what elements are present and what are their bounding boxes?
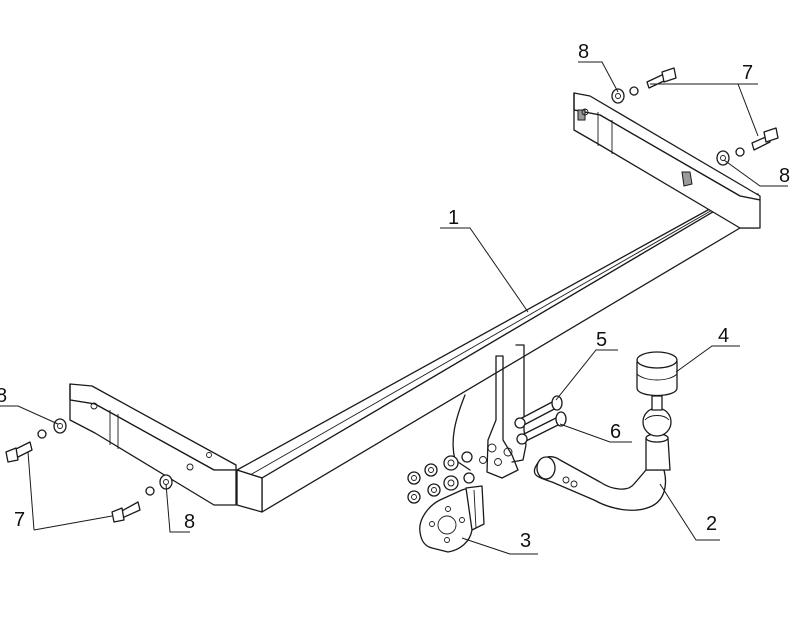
left-bolt-set-lower (111, 474, 173, 523)
callout-2: 2 (706, 513, 717, 535)
callout-7-left: 7 (14, 509, 25, 531)
callout-3: 3 (520, 530, 531, 552)
socket-plate (419, 485, 485, 553)
crossbeam (236, 191, 759, 513)
callout-5: 5 (596, 329, 607, 351)
bracket-nuts-washers (407, 451, 475, 504)
ball-cover-cap (636, 351, 678, 397)
callout-8-left: 8 (0, 385, 7, 407)
callout-8-bottom: 8 (184, 511, 195, 533)
callout-8-right: 8 (779, 165, 790, 187)
callout-labels: 1 2 3 4 5 6 7 7 8 8 8 8 (0, 41, 790, 552)
left-side-bracket (69, 383, 237, 506)
right-bolt-set-lower (716, 127, 779, 166)
right-side-bracket (573, 92, 761, 229)
leader-lines (0, 61, 788, 555)
tow-arm (533, 433, 671, 511)
callout-4: 4 (718, 325, 729, 347)
bracket-bolts (514, 395, 567, 445)
right-bolt-set-top (611, 67, 677, 104)
tow-ball (642, 395, 672, 437)
callout-8-top: 8 (578, 41, 589, 63)
callout-1: 1 (448, 207, 459, 229)
left-bolt-set-upper (5, 418, 67, 463)
callout-6: 6 (610, 421, 621, 443)
callout-7-right: 7 (742, 62, 753, 84)
